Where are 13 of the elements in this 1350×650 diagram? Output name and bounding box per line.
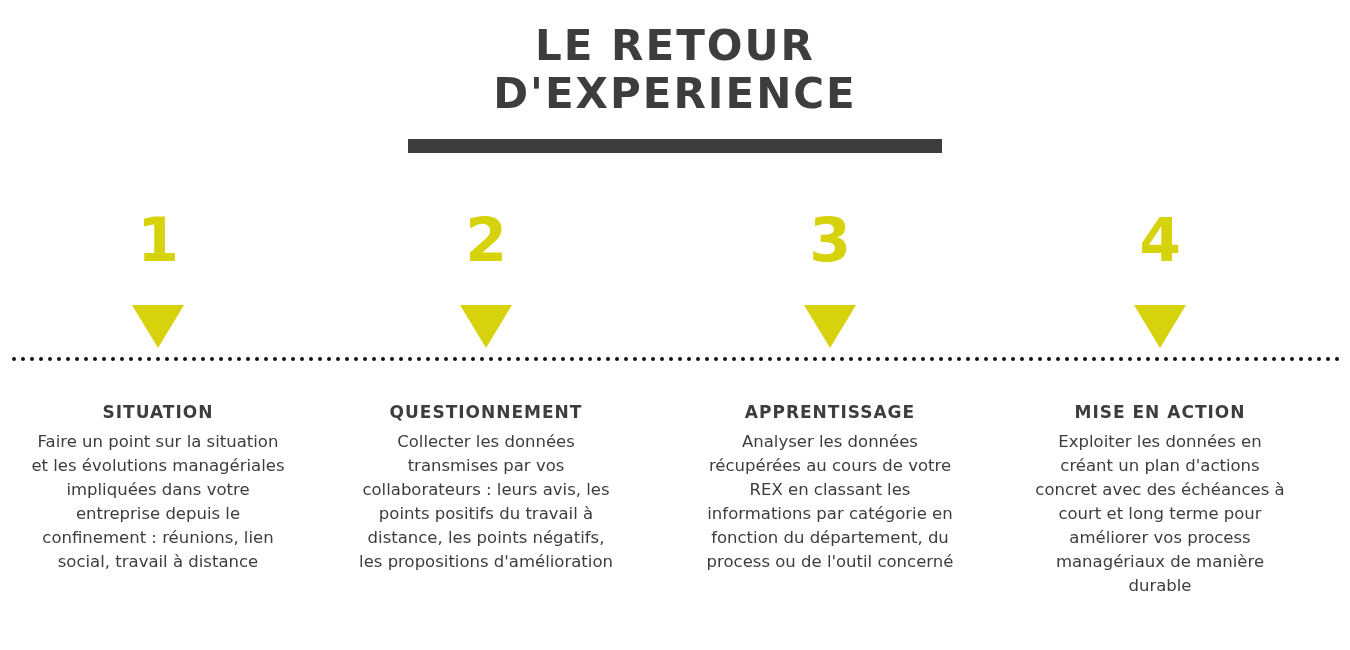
step-number: 3 <box>808 210 852 270</box>
step-description: Analyser les données récupérées au cours de votre REX en classant les informations par catégorie en fonction du département, du process ou de l'outil concerné <box>705 431 955 573</box>
step-heading: MISE EN ACTION <box>1073 402 1247 422</box>
step-description: Collecter les données transmises par vos collaborateurs : leurs avis, les points positifs du travail à distance, les points négatifs, les propositions d'amélioration <box>358 431 614 573</box>
step-heading: APPRENTISSAGE <box>743 402 917 422</box>
step-heading: SITUATION <box>101 402 215 422</box>
step-number: 2 <box>464 210 508 270</box>
step-description: Exploiter les données en créant un plan d'actions concret avec des échéances à court et long terme pour améliorer vos process managériaux de manière durable <box>1034 431 1286 597</box>
step-number: 1 <box>136 210 180 270</box>
step-number: 4 <box>1138 210 1182 270</box>
step-description: Faire un point sur la situation et les évolutions managériales impliquées dans votre entreprise depuis le confinement : réunions, lien social, travail à distance <box>30 431 286 573</box>
title: LE RETOUR D'EXPERIENCE <box>492 22 858 118</box>
step-heading: QUESTIONNEMENT <box>388 402 584 422</box>
